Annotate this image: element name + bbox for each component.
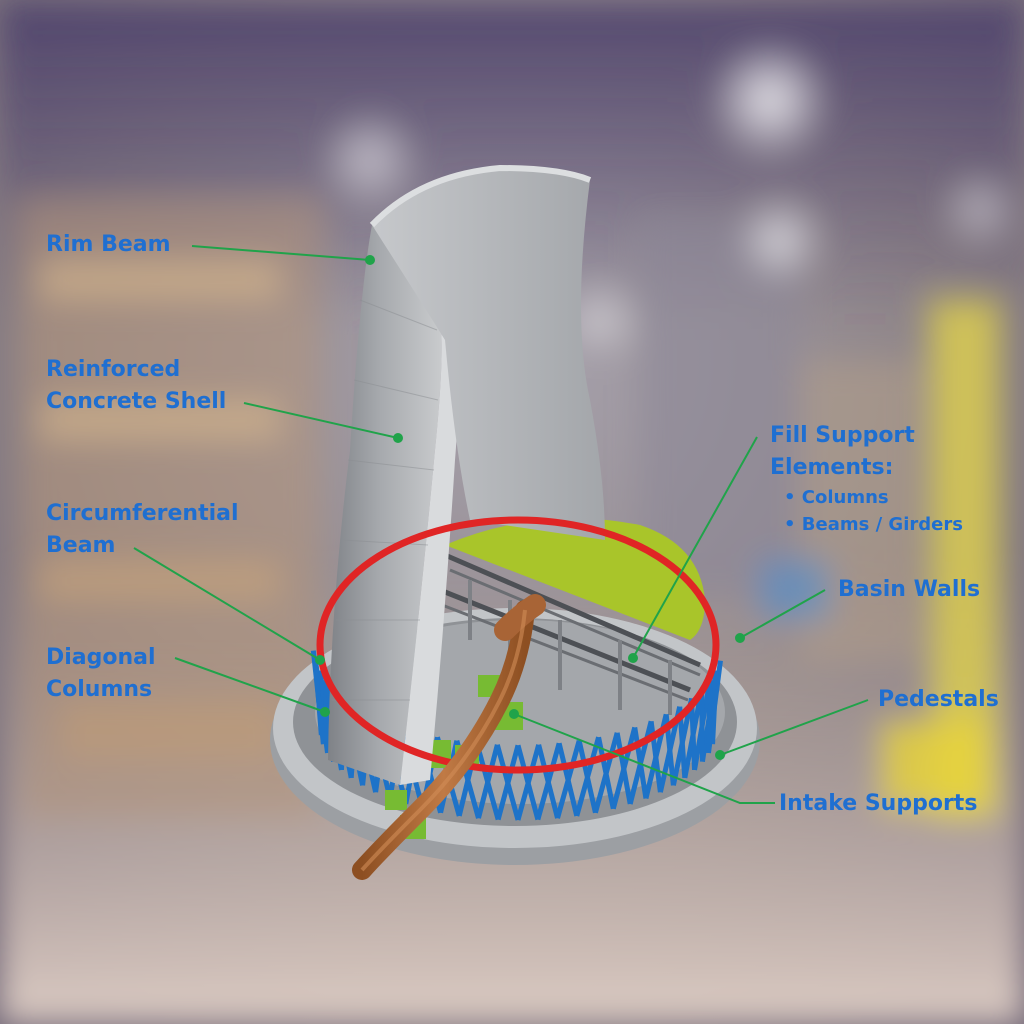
leader-basin-walls (739, 589, 826, 639)
diagonal-column (536, 744, 560, 819)
diagonal-column (689, 698, 698, 771)
label-fill-item-columns: • Columns (784, 487, 889, 508)
label-diag-line-1: Diagonal (46, 645, 156, 670)
leader-intake-supports (513, 713, 775, 804)
label-diag-line-2: Columns (46, 677, 153, 702)
label-intake-supports: Intake Supports (779, 788, 977, 820)
fill-support-beams (439, 552, 701, 702)
diagonal-column (614, 732, 633, 805)
label-basin-text: Basin Walls (838, 577, 981, 602)
label-fill-line-1: Fill Support (770, 423, 915, 448)
label-fill-support-elements: Fill Support Elements: • Columns • Beams… (770, 420, 963, 538)
label-circumferential-beam: Circumferential Beam (46, 498, 239, 562)
label-shell-line-1: Reinforced (46, 357, 181, 382)
concrete-shell (328, 164, 605, 785)
diagonal-column (576, 740, 598, 814)
diagonal-column (515, 744, 541, 821)
diagonal-column (474, 742, 501, 821)
label-basin-walls: Basin Walls (838, 574, 980, 606)
label-pedestals-text: Pedestals (878, 687, 999, 712)
label-shell-line-2: Concrete Shell (46, 389, 227, 414)
label-circ-line-1: Circumferential (46, 501, 239, 526)
label-intake-text: Intake Supports (779, 791, 978, 816)
label-fill-line-2: Elements: (770, 455, 894, 480)
leader-lines (133, 245, 869, 804)
diagonal-column (494, 744, 521, 821)
label-circ-line-2: Beam (46, 533, 116, 558)
circumferential-beam-ring (316, 516, 720, 774)
label-rim-beam-text: Rim Beam (46, 232, 171, 257)
leader-diagonal-columns (174, 657, 326, 713)
diagonal-column (556, 742, 580, 817)
label-fill-item-beams: • Beams / Girders (784, 514, 963, 535)
leader-pedestals (719, 699, 869, 756)
leader-shell (243, 402, 399, 439)
label-rim-beam: Rim Beam (46, 229, 171, 261)
intake-pipe (352, 594, 546, 880)
label-reinforced-concrete-shell: Reinforced Concrete Shell (46, 354, 226, 418)
label-diagonal-columns: Diagonal Columns (46, 642, 156, 706)
diagonal-column (310, 650, 326, 745)
leader-rim-beam (191, 245, 371, 261)
leader-circumferential-beam (133, 547, 321, 661)
leader-dots (315, 255, 745, 760)
label-pedestals: Pedestals (878, 684, 999, 716)
leader-fill-support (632, 436, 758, 659)
